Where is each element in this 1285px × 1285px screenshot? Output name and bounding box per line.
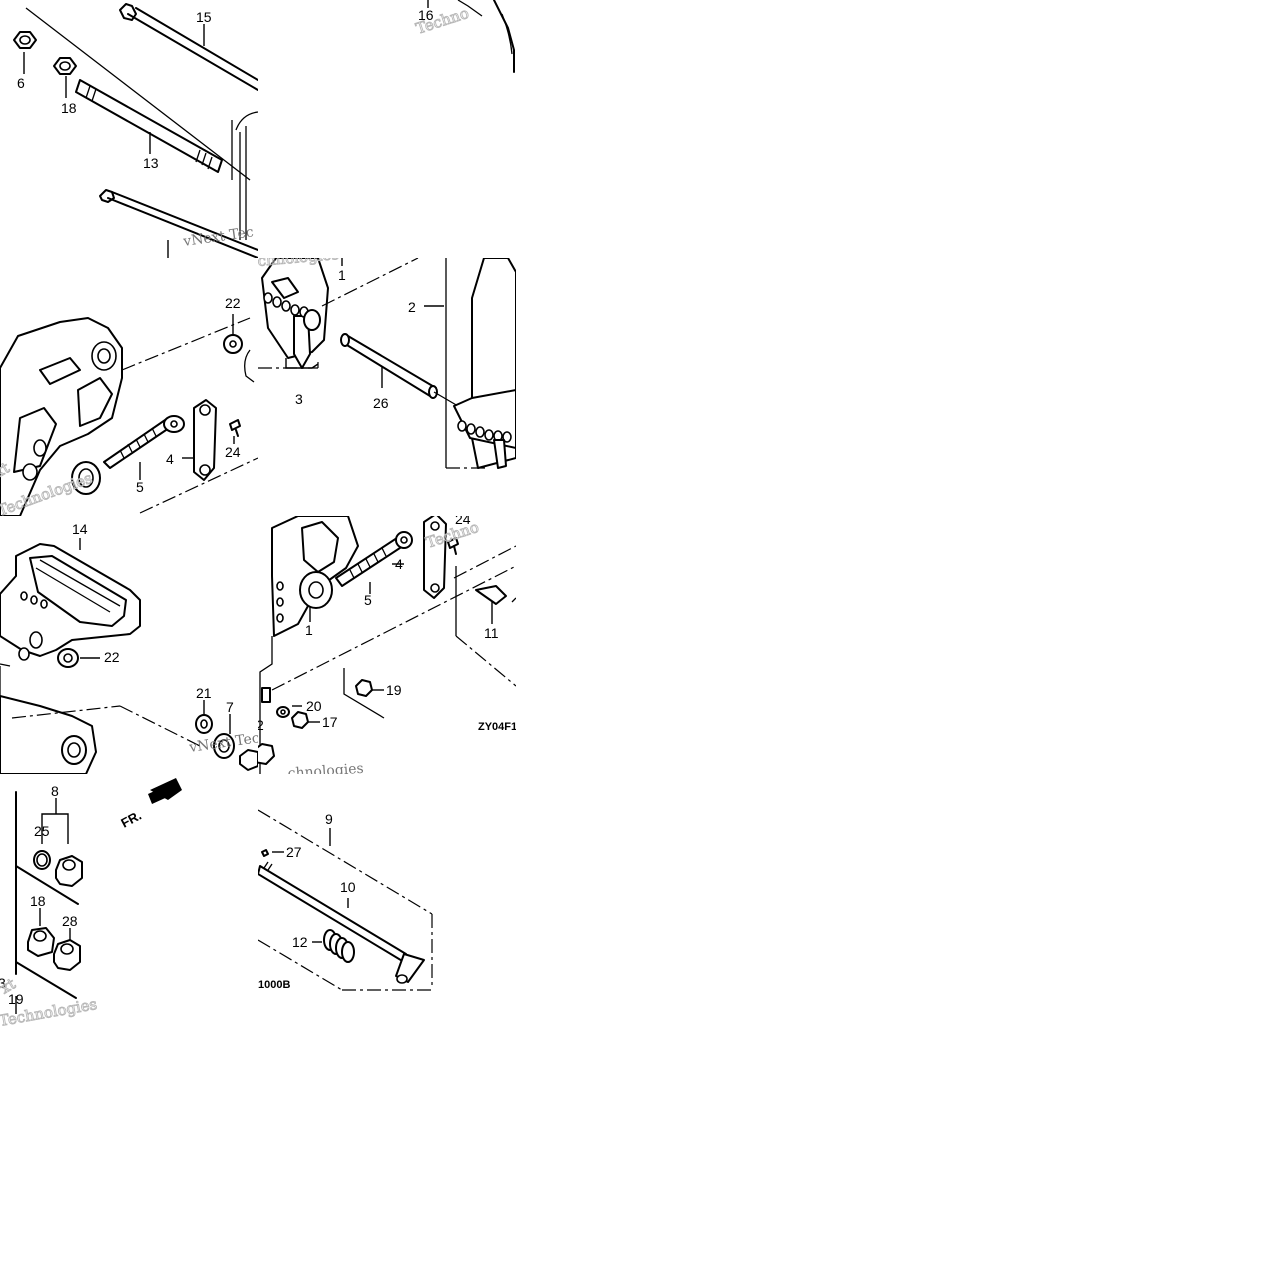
diagram-tile-adjuster: 24 4 5 1 11 19 20 17 2 2 ZY04F1 Techno c… [258, 516, 516, 774]
callout-1: 1 [338, 267, 346, 283]
callout-4: 4 [395, 556, 403, 572]
callout-27: 27 [286, 844, 302, 860]
callout-25: 25 [34, 823, 50, 839]
callout-16: 16 [418, 7, 434, 23]
callout-26: 26 [373, 395, 389, 411]
figure-code: ZY04F1 [478, 721, 516, 733]
callout-5: 5 [364, 592, 372, 608]
watermark-text: vNext Tec [181, 224, 254, 250]
stern-bracket-illustration: 1 2 3 26 chnologies [258, 258, 516, 469]
sheet-code: 1000B [258, 979, 290, 991]
callout-14: 14 [72, 521, 88, 537]
diagram-tile-bracket-top: 16 Techno [258, 0, 516, 258]
callout-9: 9 [325, 811, 333, 827]
callout-2: 2 [408, 299, 416, 315]
callout-2: 2 [258, 717, 264, 733]
diagram-tile-nuts: 8 25 18 28 3 19 FR. xt Technologies [0, 774, 258, 1032]
callout-28: 28 [62, 913, 78, 929]
callout-19: 19 [386, 682, 402, 698]
front-direction-arrow: FR. [118, 778, 182, 831]
callout-3: 3 [0, 975, 6, 991]
callout-11: 11 [484, 625, 499, 641]
callout-1: 1 [305, 622, 313, 638]
callout-13: 13 [143, 155, 159, 171]
callout-19: 19 [8, 991, 24, 1007]
diagram-tile-tilt-lever: 9 27 10 12 1000B [258, 774, 516, 1032]
nuts-illustration: 8 25 18 28 3 19 FR. xt Technologies [0, 778, 182, 1030]
callout-5: 5 [136, 479, 144, 495]
callout-24: 24 [225, 444, 241, 460]
callout-21: 21 [196, 685, 212, 701]
diagram-tile-stern-bracket: 1 2 3 26 chnologies [258, 258, 516, 516]
diagram-tile-bolts: 15 6 18 13 vNext Tec [0, 0, 258, 258]
spring [323, 929, 355, 963]
callout-10: 10 [340, 879, 356, 895]
bracket-top-illustration: 16 Techno [413, 0, 515, 73]
callout-18: 18 [30, 893, 46, 909]
callout-12: 12 [292, 934, 308, 950]
swivel-case-illustration: 22 5 4 24 xt Technologies [0, 295, 258, 516]
callout-3: 3 [295, 391, 303, 407]
adjuster-illustration: 24 4 5 1 11 19 20 17 2 2 ZY04F1 Techno c… [258, 516, 516, 774]
callout-8: 8 [51, 783, 59, 799]
callout-6: 6 [17, 75, 25, 91]
watermark-text: chnologies [287, 761, 364, 774]
callout-7: 7 [226, 699, 234, 715]
callout-17: 17 [322, 714, 338, 730]
bolts-illustration: 15 6 18 13 vNext Tec [13, 3, 258, 258]
callout-20: 20 [306, 698, 322, 714]
callout-15: 15 [196, 9, 212, 25]
callout-4: 4 [166, 451, 174, 467]
callout-22: 22 [225, 295, 241, 311]
callout-24: 24 [455, 516, 471, 527]
callout-22: 22 [104, 649, 120, 665]
diagram-tile-tilt-tube: 14 22 21 7 vNext Tec [0, 516, 258, 774]
callout-18: 18 [61, 100, 77, 116]
tilt-lever-illustration: 9 27 10 12 1000B [258, 809, 433, 991]
front-label: FR. [118, 808, 144, 831]
diagram-tile-swivel-case: 22 5 4 24 xt Technologies [0, 258, 258, 516]
tilt-tube-illustration: 14 22 21 7 vNext Tec [0, 521, 258, 774]
